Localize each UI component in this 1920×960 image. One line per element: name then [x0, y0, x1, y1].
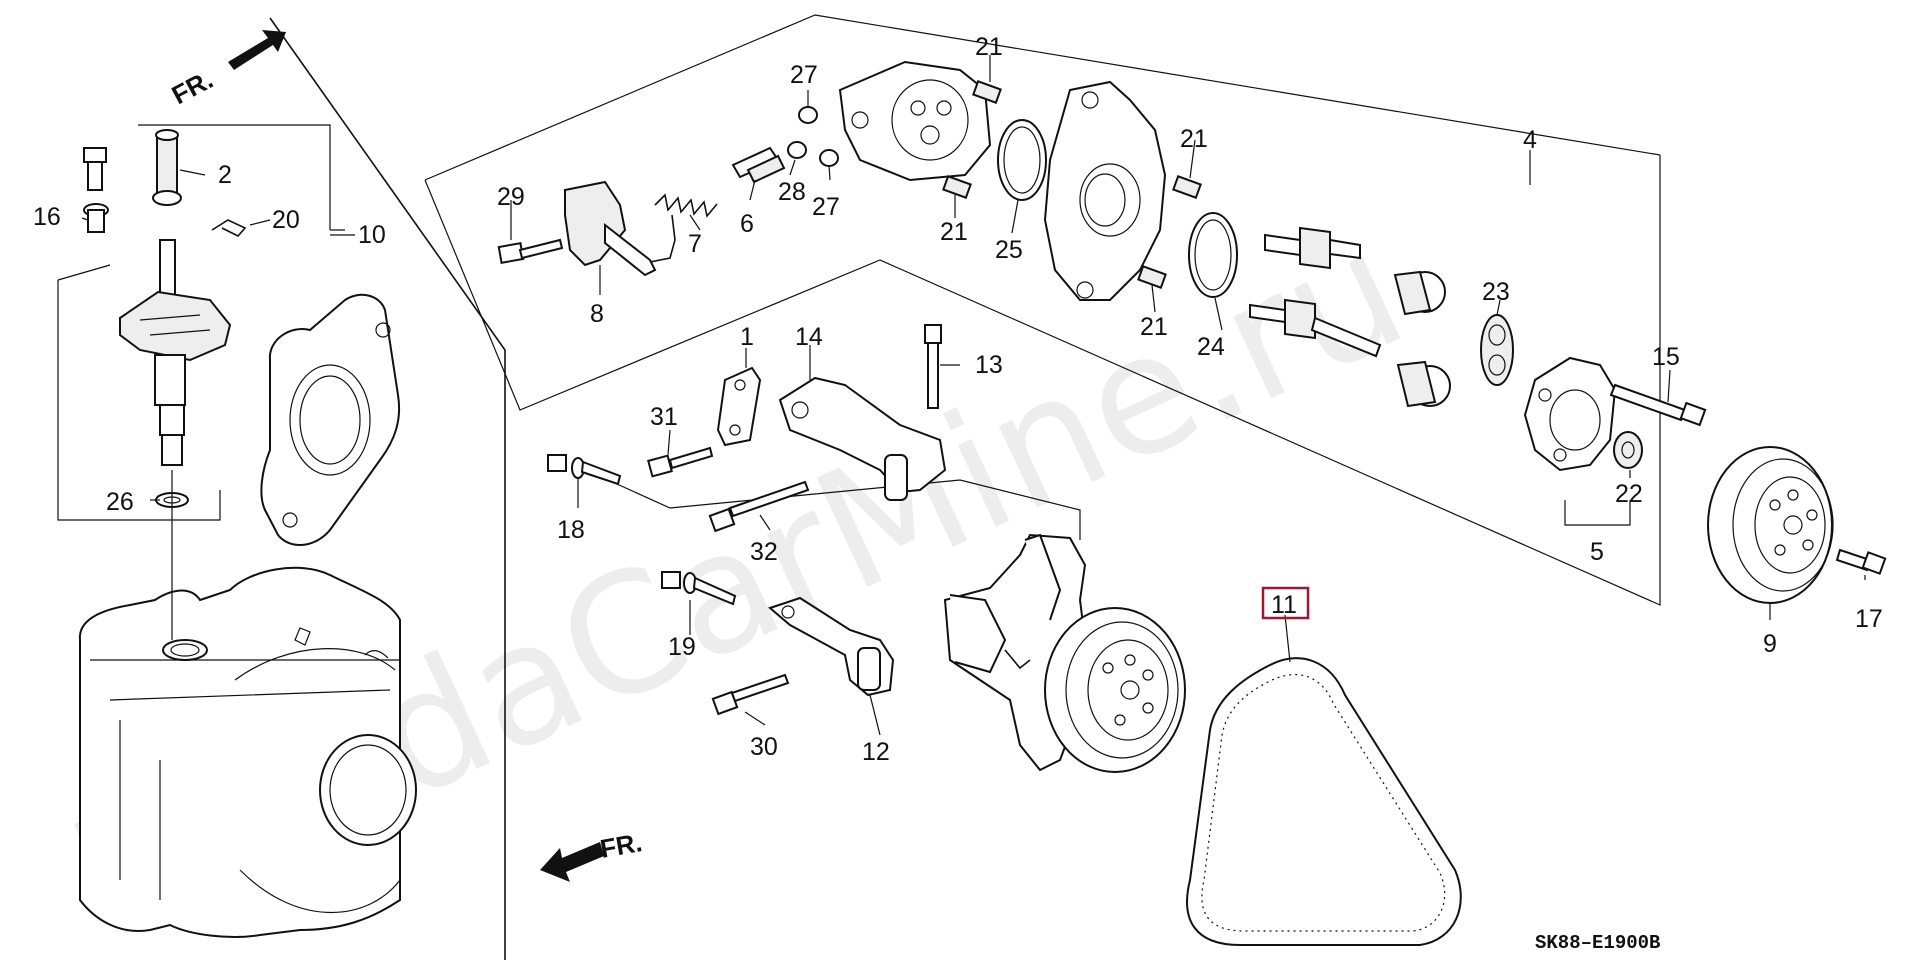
bolt-32 [708, 480, 810, 533]
callout-18: 18 [557, 516, 585, 544]
o-ring-24 [1188, 212, 1238, 298]
callout-27a: 27 [790, 61, 818, 89]
callout-11[interactable]: 11 [1271, 591, 1297, 619]
callout-4: 4 [1523, 126, 1537, 154]
callout-21a: 21 [975, 33, 1003, 61]
callout-24: 24 [1197, 333, 1225, 361]
callout-5: 5 [1590, 538, 1604, 566]
gasket-plate [260, 293, 401, 547]
callout-20: 20 [272, 206, 300, 234]
highlight-box-11 [1261, 586, 1310, 620]
drive-belt-11 [1186, 614, 1462, 946]
pump-rear-cover [1523, 356, 1631, 526]
callout-14: 14 [795, 323, 823, 351]
drive-gear-shaft [1264, 226, 1361, 270]
pump-body [1043, 80, 1167, 301]
callout-17: 17 [1855, 605, 1883, 633]
clip-20 [211, 219, 247, 237]
driven-gear-shaft [1249, 298, 1382, 358]
callout-25: 25 [995, 236, 1023, 264]
leader-lines [81, 55, 1866, 736]
transmission-case [78, 566, 417, 938]
callout-32: 32 [750, 538, 778, 566]
o-ring-25 [997, 119, 1047, 201]
bolt-30 [711, 673, 790, 716]
callout-8: 8 [590, 300, 604, 328]
washer-27a [798, 106, 818, 124]
callout-21b: 21 [940, 218, 968, 246]
spring-7 [654, 193, 718, 218]
callout-1: 1 [740, 323, 754, 351]
bracket-plate-1 [716, 366, 762, 447]
bolt-18 [547, 454, 622, 486]
dowel-pin-21c [1172, 175, 1202, 199]
callout-13: 13 [975, 351, 1003, 379]
callout-26: 26 [106, 488, 134, 516]
callout-21d: 21 [1140, 313, 1168, 341]
callout-30: 30 [750, 733, 778, 761]
callout-6: 6 [740, 210, 754, 238]
pump-bracket-14 [778, 376, 947, 501]
front-label-bottom: FR. [598, 827, 644, 864]
bushing-upper [1393, 270, 1446, 316]
sleeve-2 [152, 129, 182, 206]
group-bracket-4 [424, 14, 1661, 606]
pressure-valve-8 [564, 180, 676, 277]
callout-15: 15 [1652, 343, 1680, 371]
callout-27b: 27 [812, 193, 840, 221]
callout-2: 2 [218, 161, 232, 189]
power-steering-pump-assembly [943, 533, 1186, 773]
bolt-13 [924, 324, 942, 409]
callout-9: 9 [1763, 630, 1777, 658]
bolt-19 [661, 571, 737, 606]
bolt-16 [83, 147, 109, 233]
adjuster-bracket-12 [768, 596, 895, 697]
callout-21c: 21 [1180, 125, 1208, 153]
callout-22: 22 [1615, 480, 1643, 508]
bolt-31 [647, 446, 714, 478]
front-label-top: FR. [167, 64, 218, 110]
seal-23 [1480, 314, 1514, 386]
bolt-15 [1609, 383, 1707, 427]
pulley-9 [1707, 446, 1834, 620]
callout-28: 28 [778, 178, 806, 206]
callout-12: 12 [862, 738, 890, 766]
callout-19: 19 [668, 633, 696, 661]
dowel-pin-21a [972, 80, 1002, 104]
callout-16: 16 [33, 203, 61, 231]
front-direction-arrow-top: FR. [167, 30, 286, 110]
washer-28 [787, 141, 807, 159]
diagram-code: SK88–E1900B [1535, 932, 1660, 954]
bushing-lower [1396, 360, 1451, 408]
callout-10: 10 [358, 221, 386, 249]
dowel-pin-21b [942, 175, 972, 199]
callout-29: 29 [497, 183, 525, 211]
washer-27b [819, 149, 839, 167]
pump-front-cover [838, 60, 992, 182]
bolt-17 [1835, 548, 1887, 575]
leader-bracket-to-pump [574, 464, 1081, 540]
dowel-pin-21d [1137, 265, 1167, 289]
valve-6 [731, 146, 786, 184]
bolt-29 [497, 238, 564, 264]
speed-sensor-assembly [119, 239, 232, 466]
front-direction-arrow-bottom: FR. [540, 827, 644, 882]
group-bracket-10 [57, 124, 345, 521]
callout-23: 23 [1482, 278, 1510, 306]
section-divider [269, 17, 506, 960]
oil-seal-22 [1613, 431, 1643, 469]
callout-7: 7 [688, 230, 702, 258]
callout-31: 31 [650, 403, 678, 431]
